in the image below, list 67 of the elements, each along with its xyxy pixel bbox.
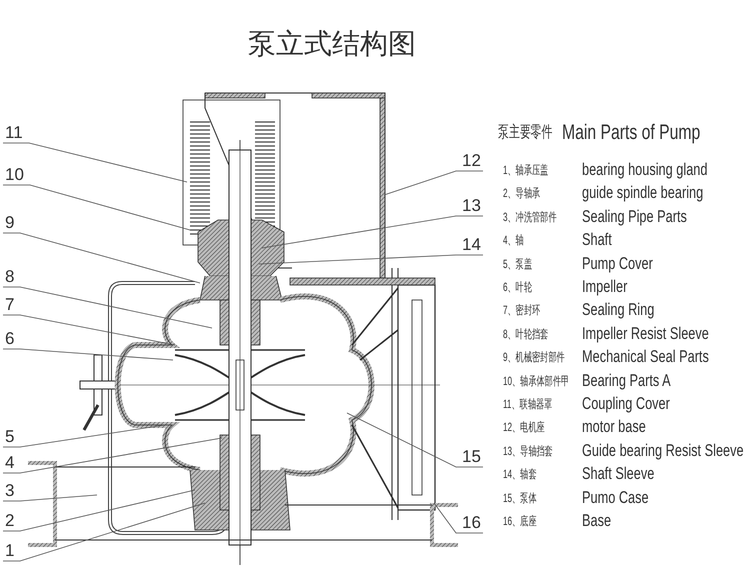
part-number-name: 3、冲洗管部件 — [503, 210, 556, 223]
callout-number: 8 — [3, 268, 16, 287]
part-name: Sealing Pipe Parts — [582, 208, 687, 225]
leader-line — [434, 502, 484, 534]
callout-number: 12 — [460, 152, 483, 171]
leader-line — [2, 502, 206, 562]
leader-line — [346, 412, 484, 468]
part-name: guide spindle bearing — [582, 184, 704, 202]
title: 泵立式结构图 — [248, 30, 416, 58]
leader-line — [2, 314, 176, 346]
callout-number: 15 — [460, 448, 483, 467]
part-name: Shaft — [582, 231, 612, 248]
part-name: Impeller Resist Sleeve — [582, 324, 709, 342]
callout-number: 10 — [3, 166, 26, 185]
table-heading: 泵主要零件 — [498, 125, 552, 141]
part-number-name: 10、轴承体部件甲 — [503, 374, 570, 387]
part-name: Bearing Parts A — [582, 372, 671, 389]
callout-number: 1 — [3, 542, 16, 561]
leader-line — [2, 232, 200, 284]
table-heading: Main Parts of Pump — [562, 122, 700, 143]
leader-line — [2, 424, 166, 448]
part-name: Guide bearing Resist Sleeve — [582, 442, 744, 459]
leader-line — [2, 490, 196, 532]
callout-number: 4 — [3, 454, 16, 473]
part-number-name: 4、轴 — [503, 234, 524, 246]
callout-number: 9 — [3, 214, 16, 233]
leader-line — [2, 348, 174, 360]
callout-number: 2 — [3, 512, 16, 531]
part-name: motor base — [582, 418, 646, 436]
part-name: bearing housing gland — [582, 161, 708, 178]
leader-line — [262, 216, 484, 248]
part-number-name: 11、联轴器罩 — [503, 398, 552, 410]
part-number-name: 7、密封环 — [503, 304, 540, 316]
leader-line — [2, 286, 212, 328]
leader-line — [258, 254, 484, 264]
part-name: Pumo Case — [582, 488, 649, 506]
part-number-name: 15、泵体 — [503, 492, 537, 504]
part-number-name: 9、机械密封部件 — [503, 351, 565, 364]
part-name: Pump Cover — [582, 254, 653, 272]
leader-line — [2, 438, 222, 474]
callout-number: 11 — [3, 124, 25, 143]
part-number-name: 12、电机座 — [503, 421, 545, 434]
callout-number: 14 — [460, 236, 483, 255]
leader-line — [384, 170, 484, 196]
part-number-name: 14、轴套 — [503, 468, 537, 480]
part-name: Sealing Ring — [582, 301, 654, 318]
part-name: Base — [582, 512, 612, 529]
part-number-name: 13、导轴挡套 — [503, 444, 553, 457]
callout-number: 5 — [3, 428, 16, 447]
part-number-name: 2、导轴承 — [503, 187, 540, 200]
leader-line — [2, 142, 188, 182]
part-number-name: 8、叶轮挡套 — [503, 328, 548, 340]
part-number-name: 5、泵盖 — [503, 258, 532, 270]
leader-line — [2, 494, 98, 502]
part-name: Mechanical Seal Parts — [582, 348, 709, 366]
callout-number: 6 — [3, 330, 16, 349]
part-name: Coupling Cover — [582, 395, 670, 412]
part-name: Shaft Sleeve — [582, 465, 654, 482]
callout-number: 13 — [460, 197, 483, 216]
leader-line — [2, 184, 190, 230]
part-number-name: 1、轴承压盖 — [503, 164, 548, 176]
callout-number: 7 — [3, 296, 16, 315]
callout-number: 16 — [460, 514, 483, 533]
part-number-name: 6、叶轮 — [503, 281, 532, 293]
part-number-name: 16、底座 — [503, 515, 537, 527]
part-name: Impeller — [582, 278, 628, 295]
callout-number: 3 — [3, 482, 16, 501]
